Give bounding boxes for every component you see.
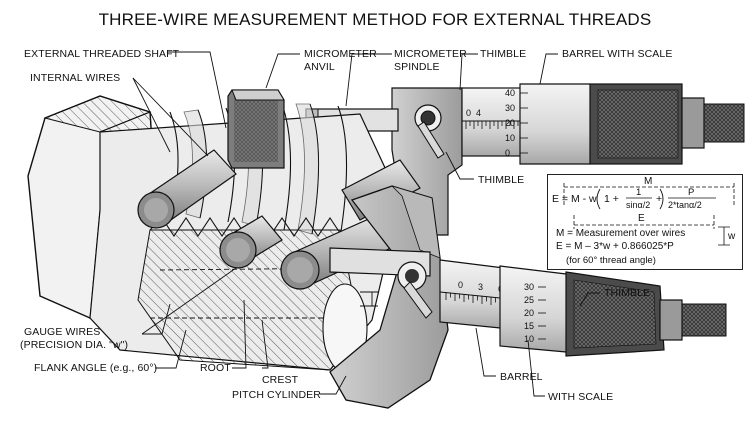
- label-micrometer-anvil-line2: ANVIL: [304, 61, 335, 73]
- label-with-scale-bottom: WITH SCALE: [548, 391, 614, 403]
- formula-simplified: E = M – 3*w + 0.866025*P: [556, 241, 674, 252]
- label-thimble-bottom: THIMBLE: [604, 287, 651, 299]
- bottom-thimble-tick-label: 25: [524, 295, 534, 305]
- top-barrel-tick-label: 0: [466, 108, 471, 118]
- formula-m-label: M: [644, 176, 653, 187]
- top-thimble-tick-label: 0: [505, 148, 510, 158]
- formula-e-label: E: [638, 213, 645, 224]
- formula-frac1-num: 1: [636, 187, 642, 198]
- formula-w-label: w: [728, 231, 736, 242]
- wire-center: [219, 215, 283, 269]
- label-crest: CREST: [262, 374, 299, 386]
- diagram-title: THREE-WIRE MEASUREMENT METHOD FOR EXTERN…: [98, 10, 652, 29]
- label-micrometer-anvil-line1: MICROMETER: [304, 48, 377, 60]
- bottom-barrel-tick-label: 3: [478, 282, 483, 292]
- label-gauge-wires-line1: GAUGE WIRES: [24, 326, 101, 338]
- formula-dimension-lines: [563, 183, 735, 246]
- threaded-shaft: [27, 89, 401, 373]
- top-thimble-tick-label: 20: [505, 118, 515, 128]
- gauge-wires: [137, 149, 421, 290]
- top-thimble-tick-label: 30: [505, 103, 515, 113]
- label-root: ROOT: [200, 362, 231, 374]
- formula-frac1-den: sinα/2: [626, 200, 651, 210]
- label-pitch-cylinder: PITCH CYLINDER: [232, 389, 321, 401]
- bottom-thimble-tick-label: 10: [524, 334, 534, 344]
- top-thimble: [519, 83, 601, 165]
- bottom-barrel-tick-label: 0: [458, 280, 463, 290]
- label-internal-wires: INTERNAL WIRES: [30, 72, 121, 84]
- label-thimble-top: THIMBLE: [480, 48, 527, 60]
- label-micrometer-spindle-line2: SPINDLE: [394, 61, 440, 73]
- formula-frac2-den: 2*tanα/2: [668, 200, 702, 210]
- bottom-thimble-tick-label: 20: [524, 308, 534, 318]
- formula-main-lhs: E = M - w: [552, 193, 597, 205]
- label-gauge-wires-line2: (PRECISION DIA. "w"): [20, 339, 129, 351]
- formula-def-m: M = Measurement over wires: [556, 228, 686, 239]
- formula-plus: +: [656, 193, 663, 205]
- formula-one-plus: 1 +: [604, 193, 619, 205]
- formula-note: (for 60° thread angle): [566, 255, 656, 266]
- wire-upper-left: [137, 149, 237, 229]
- formula-frac2-num: P: [688, 187, 695, 198]
- label-external-threaded-shaft: EXTERNAL THREADED SHAFT: [24, 48, 180, 60]
- bottom-thimble-tick-label: 15: [524, 321, 534, 331]
- label-flank-angle: FLANK ANGLE (e.g., 60°): [34, 362, 158, 374]
- formula-box: M E = M - w 1 + 1 sinα/2 + P 2*tanα/2 E …: [547, 174, 743, 270]
- leader-lines: [132, 51, 722, 397]
- label-barrel-bottom: BARREL: [500, 371, 543, 383]
- label-thimble-mid: THIMBLE: [478, 174, 525, 186]
- label-micrometer-spindle-line1: MICROMETER: [394, 48, 467, 60]
- top-thimble-tick-label: 10: [505, 133, 515, 143]
- bottom-thimble-tick-label: 30: [524, 282, 534, 292]
- top-thimble-tick-label: 40: [505, 88, 515, 98]
- label-barrel-with-scale-top: BARREL WITH SCALE: [562, 48, 673, 60]
- top-barrel-tick-label: 4: [476, 108, 481, 118]
- bottom-micrometer: 036: [329, 185, 727, 409]
